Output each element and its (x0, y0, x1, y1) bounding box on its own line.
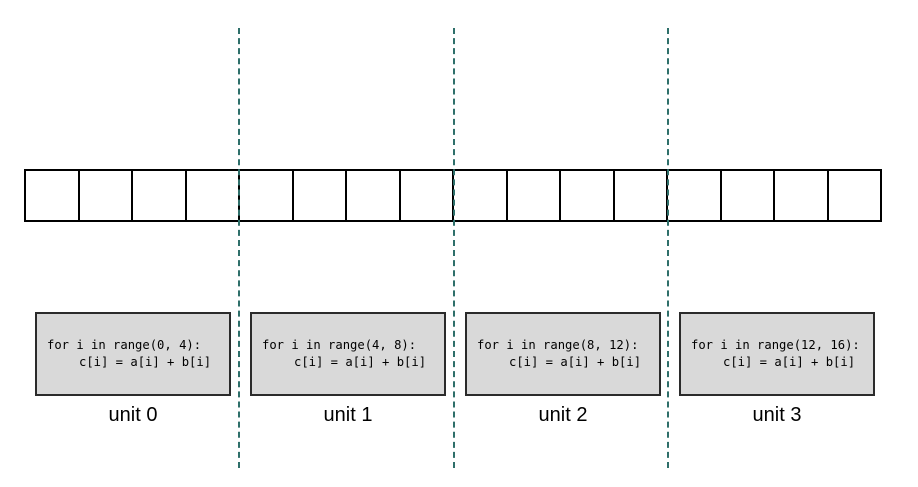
unit-2-code-box: for i in range(8, 12): c[i] = a[i] + b[i… (465, 312, 661, 396)
divider-1 (238, 28, 240, 468)
unit-0-label: unit 0 (108, 404, 158, 426)
array-cell (452, 169, 508, 222)
array-cell (184, 169, 240, 222)
array-cell (24, 169, 80, 222)
memory-array (24, 169, 882, 222)
unit-0-block: for i in range(0, 4): c[i] = a[i] + b[i]… (35, 312, 231, 427)
unit-1-code-line-2: c[i] = a[i] + b[i] (294, 355, 427, 369)
array-cell (719, 169, 775, 222)
array-cell (131, 169, 187, 222)
array-cell (826, 169, 882, 222)
array-cell (559, 169, 615, 222)
array-cell (398, 169, 454, 222)
array-cell (612, 169, 668, 222)
unit-0-code-line-2: c[i] = a[i] + b[i] (79, 355, 212, 369)
unit-0-code-line-1: for i in range(0, 4): (47, 338, 202, 352)
unit-1-block: for i in range(4, 8): c[i] = a[i] + b[i]… (250, 312, 446, 427)
unit-3-label: unit 3 (752, 404, 802, 426)
unit-0-code-box: for i in range(0, 4): c[i] = a[i] + b[i] (35, 312, 231, 396)
unit-1-code-line-1: for i in range(4, 8): (262, 338, 417, 352)
unit-1-label: unit 1 (323, 404, 373, 426)
array-cell (291, 169, 347, 222)
array-cell (666, 169, 722, 222)
divider-3 (667, 28, 669, 468)
array-cell (345, 169, 401, 222)
unit-3-code-line-1: for i in range(12, 16): (691, 338, 860, 352)
unit-1-code-box: for i in range(4, 8): c[i] = a[i] + b[i] (250, 312, 446, 396)
divider-2 (453, 28, 455, 468)
unit-2-code-line-2: c[i] = a[i] + b[i] (509, 355, 642, 369)
array-cell (238, 169, 294, 222)
array-cell (505, 169, 561, 222)
unit-2-code-line-1: for i in range(8, 12): (477, 338, 639, 352)
array-cell (773, 169, 829, 222)
array-cell (77, 169, 133, 222)
unit-2-label: unit 2 (538, 404, 588, 426)
unit-3-block: for i in range(12, 16): c[i] = a[i] + b[… (679, 312, 875, 427)
unit-2-block: for i in range(8, 12): c[i] = a[i] + b[i… (465, 312, 661, 427)
unit-3-code-box: for i in range(12, 16): c[i] = a[i] + b[… (679, 312, 875, 396)
unit-3-code-line-2: c[i] = a[i] + b[i] (723, 355, 856, 369)
